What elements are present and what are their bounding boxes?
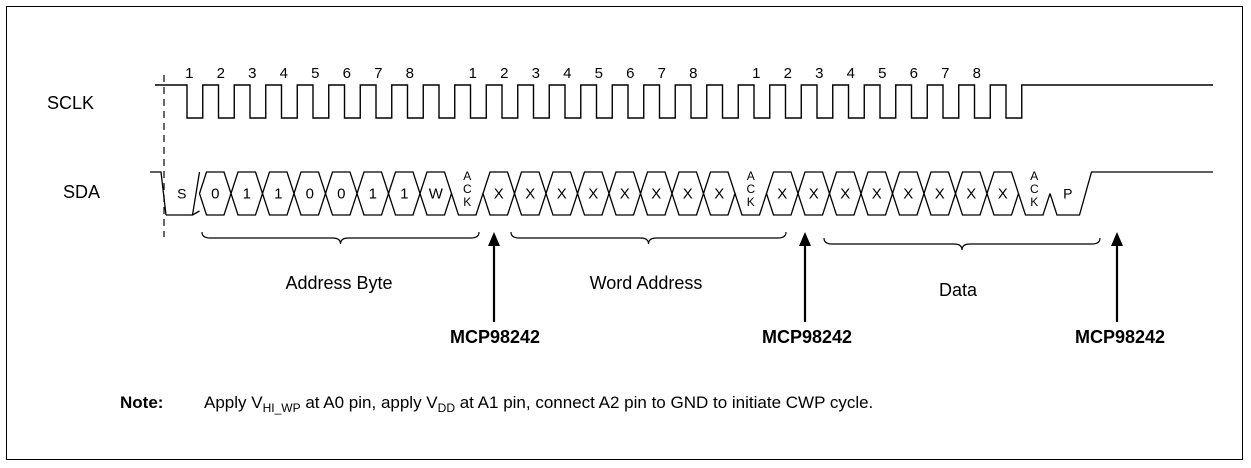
sda-bit-value: X	[588, 186, 598, 203]
clock-number: 2	[784, 65, 792, 82]
ack-letter: K	[463, 195, 471, 209]
clock-number: 4	[563, 65, 571, 82]
sda-stop-bit	[1049, 171, 1213, 216]
sda-bit-value: 0	[337, 186, 345, 203]
clock-number: 3	[248, 65, 256, 82]
address-byte-label: Address Byte	[285, 273, 392, 293]
sda-bit-value: 1	[274, 186, 282, 203]
note: Note: Apply VHI_WP at A0 pin, apply VDD a…	[120, 393, 873, 415]
clock-number: 1	[752, 65, 760, 82]
clock-number: 2	[217, 65, 225, 82]
clock-number: 8	[973, 65, 981, 82]
group-braces	[201, 231, 1101, 251]
sda-ack-cell	[1017, 193, 1051, 216]
sda-ack-cell	[450, 193, 484, 216]
ack-letter: C	[1030, 182, 1039, 196]
brace-address-byte	[201, 231, 480, 245]
start-bit-label: S	[177, 186, 186, 202]
sclk-waveform	[155, 84, 1213, 119]
note-text-1: Apply V	[204, 393, 263, 412]
sda-bit-value: X	[935, 186, 945, 203]
ack-arrow-head	[1111, 232, 1123, 246]
ack-arrows	[488, 232, 1123, 322]
note-label: Note:	[120, 393, 164, 412]
clock-number: 3	[532, 65, 540, 82]
figure-frame	[6, 6, 1243, 460]
sda-bit-value: X	[714, 186, 724, 203]
ack-letter: A	[1030, 169, 1038, 183]
clock-number: 4	[847, 65, 855, 82]
mcp-label-3: MCP98242	[1075, 327, 1165, 347]
sda-bit-value: 0	[306, 186, 314, 203]
clock-number: 5	[595, 65, 603, 82]
sda-bit-value: X	[494, 186, 504, 203]
ack-arrow-head	[488, 232, 500, 246]
data-label: Data	[939, 280, 978, 300]
note-sub-2: DD	[437, 401, 455, 415]
clock-number: 6	[626, 65, 634, 82]
sda-bit-value: 0	[211, 186, 219, 203]
note-text-2: at A0 pin, apply V	[300, 393, 438, 412]
clock-number: 8	[406, 65, 414, 82]
sda-bit-value: 1	[243, 186, 251, 203]
sda-bit-value: X	[651, 186, 661, 203]
ack-letter: C	[463, 182, 472, 196]
sda-bit-value: X	[683, 186, 693, 203]
clock-number: 8	[689, 65, 697, 82]
stop-bit-label: P	[1063, 186, 1072, 202]
brace-data	[823, 237, 1101, 251]
clock-number: 7	[941, 65, 949, 82]
ack-letter: K	[1030, 195, 1038, 209]
sda-bit-value: X	[998, 186, 1008, 203]
clock-number: 1	[185, 65, 193, 82]
note-sub-1: HI_WP	[262, 401, 301, 415]
sda-bit-value: X	[809, 186, 819, 203]
sda-bit-value: X	[777, 186, 787, 203]
sda-bit-value: 1	[400, 186, 408, 203]
clock-number: 2	[500, 65, 508, 82]
sda-bit-value: X	[620, 186, 630, 203]
sda-bit-value: X	[903, 186, 913, 203]
clock-number: 6	[343, 65, 351, 82]
clock-number: 5	[878, 65, 886, 82]
mcp-label-1: MCP98242	[450, 327, 540, 347]
sda-bit-value: 1	[369, 186, 377, 203]
mcp-label-2: MCP98242	[762, 327, 852, 347]
sda-bit-value: W	[429, 186, 444, 203]
ack-letter: K	[747, 195, 755, 209]
clock-number: 3	[815, 65, 823, 82]
clock-number: 1	[469, 65, 477, 82]
clock-number: 5	[311, 65, 319, 82]
ack-letter: A	[463, 169, 471, 183]
sda-label: SDA	[63, 182, 100, 202]
clock-number: 7	[658, 65, 666, 82]
sda-bit-value: X	[872, 186, 882, 203]
word-address-label: Word Address	[590, 273, 703, 293]
sda-bit-value: X	[966, 186, 976, 203]
sda-bit-value: X	[557, 186, 567, 203]
sda-bit-value: X	[525, 186, 535, 203]
sda-waveform	[150, 171, 1213, 216]
clock-number: 6	[910, 65, 918, 82]
ack-letter: C	[746, 182, 755, 196]
sda-start-edge	[150, 171, 167, 216]
brace-word-address	[510, 231, 787, 245]
clock-number: 4	[280, 65, 288, 82]
ack-letter: A	[747, 169, 755, 183]
clock-number: 7	[374, 65, 382, 82]
clock-numbers: 1 2 3 4 5 6 7 8 1 2 3 4 5 6 7 8 1 2 3 4 5 6 7 8	[185, 65, 981, 82]
sclk-label: SCLK	[47, 93, 94, 113]
sda-ack-cell	[734, 193, 768, 216]
sda-bit-value: X	[840, 186, 850, 203]
ack-arrow-head	[799, 232, 811, 246]
sda-start-edge-tail	[192, 210, 200, 216]
note-text-3: at A1 pin, connect A2 pin to GND to init…	[455, 393, 874, 412]
